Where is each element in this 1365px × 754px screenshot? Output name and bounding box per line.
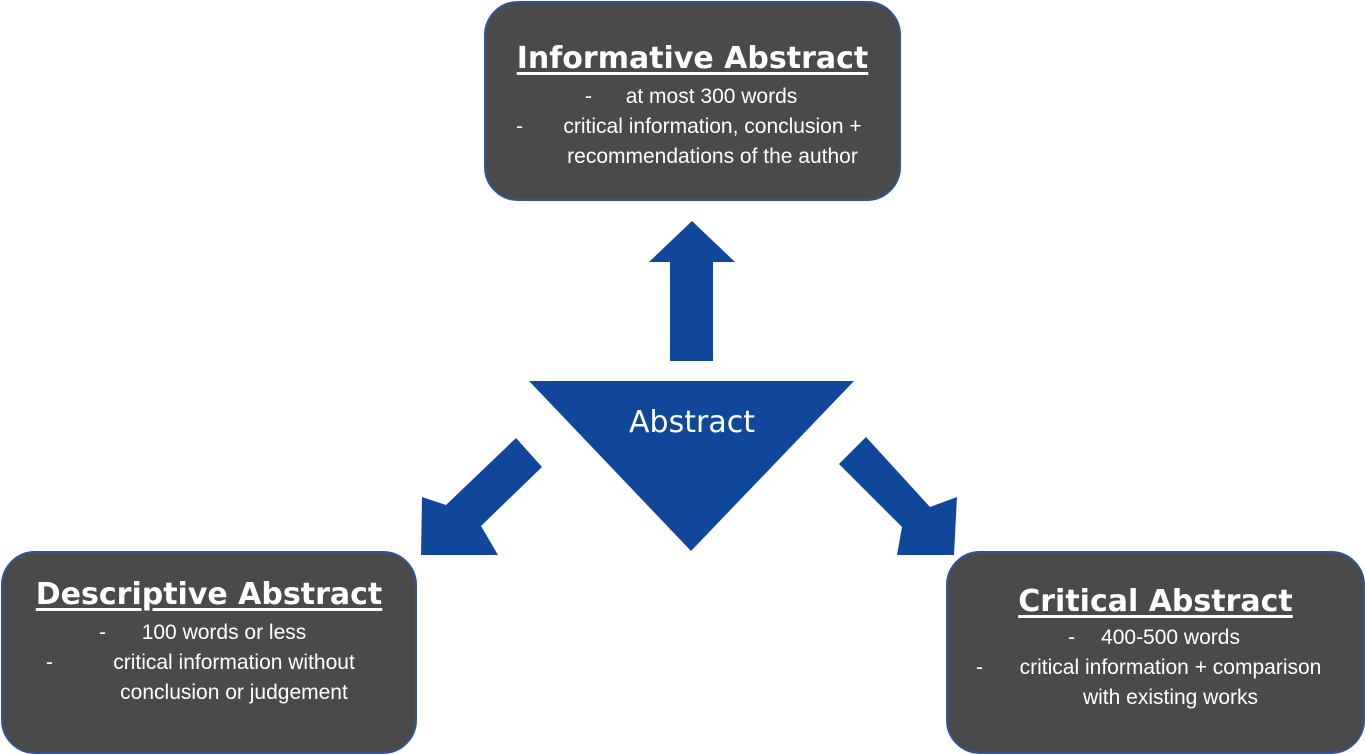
bullet-item: - critical information + comparison with… — [948, 653, 1363, 713]
bullet-text-line: with existing works — [1082, 686, 1259, 709]
arrow-down-left-to-descriptive — [421, 438, 542, 555]
box-title: Informative Abstract — [516, 41, 869, 76]
box-descriptive-abstract: Descriptive Abstract - 100 words or less… — [1, 551, 417, 754]
bullet-text-line: critical information, conclusion + — [563, 115, 862, 138]
bullet-list: - 100 words or less - critical informati… — [3, 618, 415, 708]
bullet-text-line: 400-500 words — [1101, 626, 1240, 649]
bullet-item: - critical information, conclusion + rec… — [486, 112, 899, 172]
bullet-dash: - — [976, 656, 983, 679]
arrow-down-right-to-critical — [839, 437, 957, 555]
bullet-text-line: recommendations of the author — [567, 145, 858, 168]
bullet-item: - 400-500 words — [948, 623, 1363, 653]
bullet-item: - 100 words or less — [3, 618, 415, 648]
bullet-list: - at most 300 words - critical informati… — [486, 82, 899, 172]
bullet-text-line: at most 300 words — [625, 85, 798, 108]
bullet-item: - at most 300 words — [486, 82, 899, 112]
center-label-abstract: Abstract — [629, 405, 755, 440]
bullet-dash: - — [46, 651, 53, 674]
box-critical-abstract: Critical Abstract - 400-500 words - crit… — [946, 551, 1365, 754]
bullet-text-line: critical information + comparison — [1019, 656, 1322, 679]
abstract-triangle — [529, 381, 854, 551]
bullet-dash: - — [585, 85, 592, 108]
bullet-text-line: conclusion or judgement — [120, 681, 348, 704]
bullet-dash: - — [516, 115, 523, 138]
bullet-dash: - — [99, 621, 106, 644]
bullet-item: - critical information without conclusio… — [3, 648, 415, 708]
bullet-text-line: 100 words or less — [141, 621, 307, 644]
bullet-list: - 400-500 words - critical information +… — [948, 623, 1363, 713]
box-informative-abstract: Informative Abstract - at most 300 words… — [484, 1, 901, 201]
box-title: Descriptive Abstract — [35, 577, 383, 612]
bullet-dash: - — [1068, 626, 1075, 649]
box-title: Critical Abstract — [1018, 584, 1293, 619]
bullet-text-line: critical information without — [113, 651, 355, 674]
arrow-up-to-informative — [649, 221, 735, 361]
